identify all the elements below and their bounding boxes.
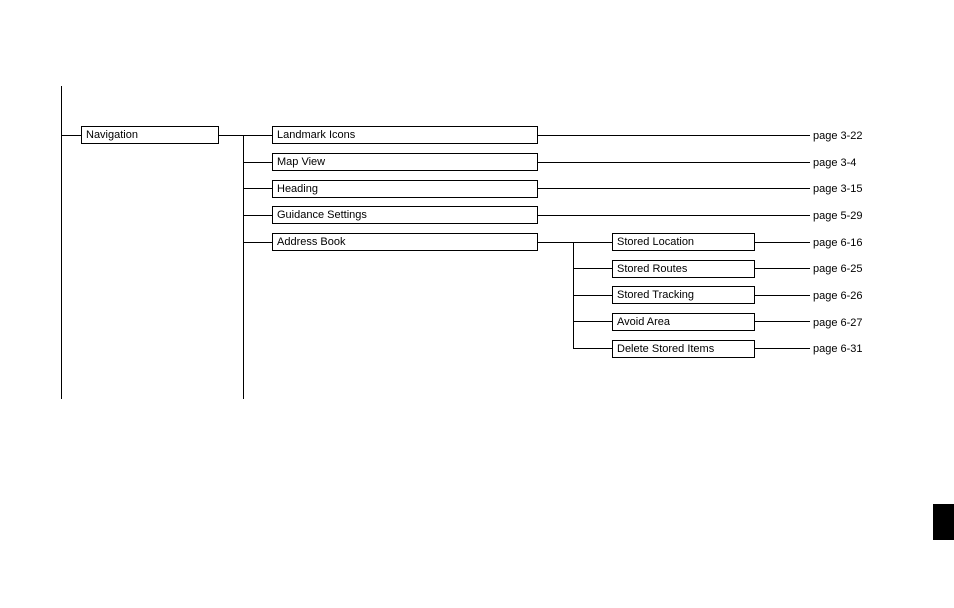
leader-line xyxy=(538,135,810,136)
map-view-box: Map View xyxy=(272,153,538,171)
leader-line xyxy=(755,348,810,349)
page-ref-map-view: page 3-4 xyxy=(813,157,857,169)
level1-connector xyxy=(243,162,272,163)
level2-connector xyxy=(573,268,612,269)
stored-tracking-box: Stored Tracking xyxy=(612,286,755,304)
section-edge-tab xyxy=(933,504,954,540)
level2-connector xyxy=(573,295,612,296)
page-ref-landmark-icons: page 3-22 xyxy=(813,130,863,142)
leader-line xyxy=(538,215,810,216)
leader-line xyxy=(755,268,810,269)
level1-branch-line xyxy=(243,135,244,399)
delete-stored-items-box: Delete Stored Items xyxy=(612,340,755,358)
level1-connector xyxy=(243,242,272,243)
level2-connector xyxy=(573,348,612,349)
leader-line xyxy=(538,162,810,163)
guidance-settings-box: Guidance Settings xyxy=(272,206,538,224)
root-connector xyxy=(61,135,81,136)
page-ref-heading: page 3-15 xyxy=(813,183,863,195)
leader-line xyxy=(755,242,810,243)
level2-connector xyxy=(573,321,612,322)
navigation-box: Navigation xyxy=(81,126,219,144)
leader-line xyxy=(538,188,810,189)
address-book-box: Address Book xyxy=(272,233,538,251)
page-ref-guidance-settings: page 5-29 xyxy=(813,210,863,222)
level1-connector xyxy=(243,188,272,189)
leader-line xyxy=(755,321,810,322)
leader-line xyxy=(755,295,810,296)
page-ref-avoid-area: page 6-27 xyxy=(813,317,863,329)
page-ref-stored-location: page 6-16 xyxy=(813,237,863,249)
page-ref-stored-tracking: page 6-26 xyxy=(813,290,863,302)
stored-location-box: Stored Location xyxy=(612,233,755,251)
page-ref-delete-stored-items: page 6-31 xyxy=(813,343,863,355)
main-spine-line xyxy=(61,86,62,399)
heading-box: Heading xyxy=(272,180,538,198)
avoid-area-box: Avoid Area xyxy=(612,313,755,331)
navigation-to-branch-line xyxy=(219,135,272,136)
landmark-icons-box: Landmark Icons xyxy=(272,126,538,144)
level1-connector xyxy=(243,215,272,216)
address-book-to-branch-line xyxy=(538,242,612,243)
page-ref-stored-routes: page 6-25 xyxy=(813,263,863,275)
stored-routes-box: Stored Routes xyxy=(612,260,755,278)
